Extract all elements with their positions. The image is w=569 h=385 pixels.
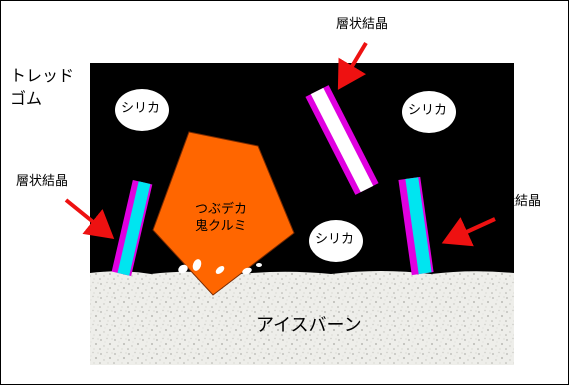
ice-burn-label: アイスバーン — [256, 315, 362, 336]
walnut-label-line2: 鬼クルミ — [195, 218, 247, 234]
tread-rubber-label: トレッド ゴム — [10, 66, 75, 109]
layered-crystal-top — [305, 85, 379, 195]
ice-chip — [215, 266, 225, 274]
ice-chip — [192, 259, 202, 271]
walnut-label: つぶデカ 鬼クルミ — [195, 202, 248, 235]
walnut-label-line1: つぶデカ — [195, 202, 248, 217]
arrow-to-left-crystal — [64, 198, 115, 240]
layered-crystal-label-top: 層状結晶 — [336, 17, 389, 32]
ice-chip — [242, 267, 252, 275]
ice-surface — [90, 271, 514, 365]
layered-crystal-label-left: 層状結晶 — [16, 174, 69, 189]
tread-rubber-label-line2: ゴム — [10, 89, 43, 109]
ice-chip — [256, 263, 262, 267]
silica-particle — [309, 220, 363, 262]
silica-label-center: シリカ — [315, 232, 355, 247]
arrow-to-top-crystal — [337, 41, 368, 90]
arrow-to-right-crystal — [441, 217, 496, 247]
layered-crystal-right — [398, 176, 434, 276]
silica-label-right: シリカ — [408, 103, 448, 118]
ice-chip — [178, 264, 188, 274]
layered-crystal-left — [111, 179, 153, 277]
silica-particle — [115, 89, 169, 131]
walnut-shell-particle — [152, 131, 295, 296]
silica-label-left: シリカ — [121, 101, 161, 116]
tread-rubber-label-line1: トレッド — [10, 66, 75, 85]
silica-particle — [402, 91, 456, 133]
layered-crystal-label-right: 層状結晶 — [489, 194, 542, 209]
